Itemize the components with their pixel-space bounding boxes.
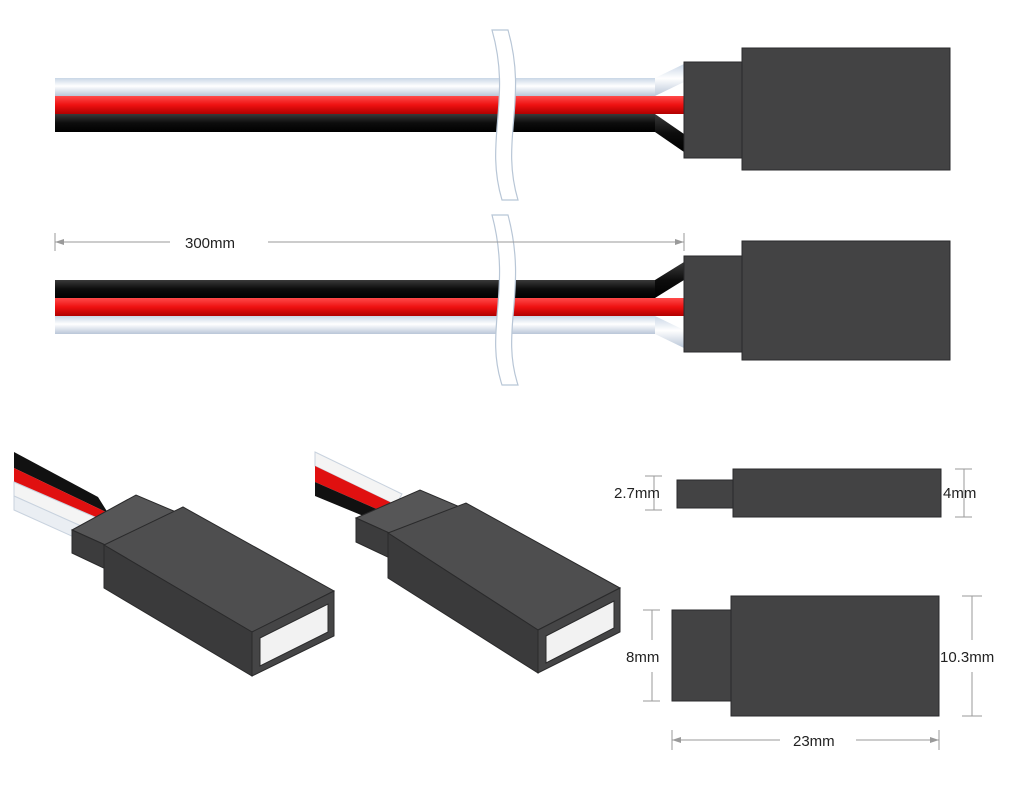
lead-top [55, 29, 951, 201]
connector-neck [683, 61, 747, 159]
label-housing-height: 4mm [943, 485, 976, 502]
cable-break [491, 214, 519, 386]
label-cable-length: 300mm [185, 235, 235, 252]
arrow-left [672, 737, 681, 743]
connector-housing [741, 47, 951, 171]
arrow-right [930, 737, 939, 743]
label-housing-width: 10.3mm [940, 649, 994, 666]
dimension-cable-length: 300mm [54, 233, 685, 252]
arrow-right [675, 239, 684, 245]
top-view: 8mm 10.3mm 23mm [626, 595, 994, 750]
side-pin [676, 479, 736, 509]
wire-white-bend [655, 64, 684, 96]
housing-opening [259, 603, 329, 667]
wire-white [55, 78, 655, 96]
wire-black [55, 114, 655, 132]
top-housing [730, 595, 940, 717]
wire-white [55, 316, 655, 334]
side-housing [732, 468, 942, 518]
wire-black [55, 280, 655, 298]
housing-opening [545, 600, 615, 664]
connector-neck [683, 255, 747, 353]
label-total-length: 23mm [793, 733, 835, 750]
connector-housing [741, 240, 951, 361]
wire-black-bend [655, 262, 684, 298]
label-pin-width: 8mm [626, 649, 659, 666]
side-view: 2.7mm 4mm [614, 468, 976, 518]
wire-red-3d [315, 466, 396, 514]
top-pin [671, 609, 737, 702]
arrow-left [55, 239, 64, 245]
connector-3d-middle [314, 451, 622, 674]
wire-red [55, 298, 685, 316]
wire-red [55, 96, 685, 114]
lead-middle [55, 214, 951, 386]
cable-break [491, 29, 519, 201]
label-pin-height: 2.7mm [614, 485, 660, 502]
wire-red-3d [14, 468, 108, 521]
wire-white-bend [655, 316, 684, 348]
connector-3d-left [13, 452, 336, 677]
wire-black-3d [14, 452, 108, 513]
wire-black-bend [655, 114, 684, 152]
